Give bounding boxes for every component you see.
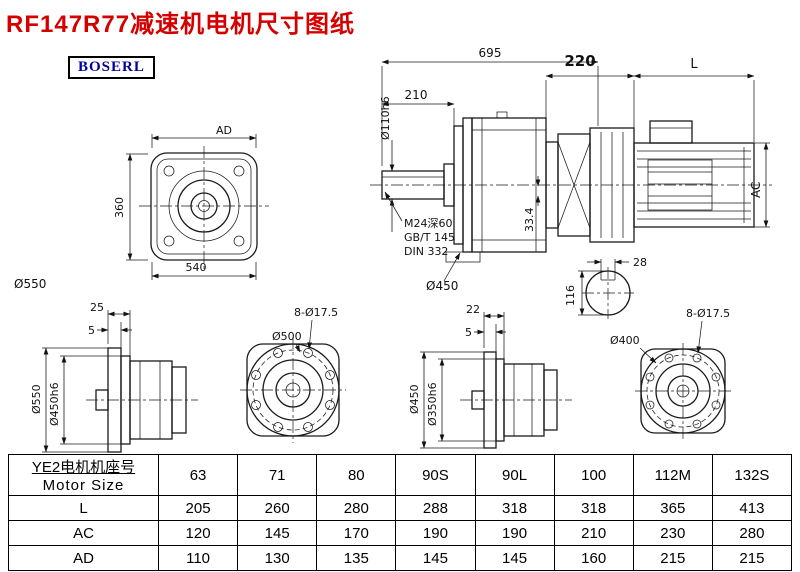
table-cell: 190 xyxy=(474,520,555,546)
table-cell: 145 xyxy=(395,545,476,571)
table-cell: 135 xyxy=(316,545,397,571)
table-cell: 160 xyxy=(553,545,634,571)
dim-334: 33.4 xyxy=(523,208,536,233)
table-cell: 210 xyxy=(553,520,634,546)
table-cell: 365 xyxy=(632,495,713,521)
col-header-112m: 112M xyxy=(632,454,713,496)
shaft-end-section-view: 28 116 xyxy=(564,256,647,319)
dim-695: 695 xyxy=(479,46,502,60)
motor-size-table: YE2电机机座号 Motor Size 63 71 80 90S 90L 100… xyxy=(8,454,793,571)
dim-dia110: Ø110h6 xyxy=(379,96,392,140)
dim-dia450-c: Ø450 xyxy=(408,384,421,414)
table-cell: 318 xyxy=(553,495,634,521)
table-cell: 288 xyxy=(395,495,476,521)
dim-28: 28 xyxy=(633,256,647,269)
dim-22: 22 xyxy=(466,303,480,316)
table-cell: 280 xyxy=(316,495,397,521)
logo-text: BOSERL xyxy=(78,59,145,75)
flange-front-view-small: Ø400 8-Ø17.5 xyxy=(610,307,731,439)
table-cell: 280 xyxy=(711,520,793,546)
dim-dia550-a: Ø550 xyxy=(30,384,43,414)
label-dia500: Ø500 xyxy=(272,330,302,343)
dim-540: 540 xyxy=(186,261,207,274)
header-cn: YE2电机机座号 xyxy=(31,459,136,476)
dim-220: 220 xyxy=(564,52,595,70)
flange-side-view-large: 25 5 Ø550 Ø450h6 xyxy=(30,301,198,453)
col-header-100: 100 xyxy=(553,454,634,496)
col-header-71: 71 xyxy=(237,454,318,496)
flange-front-view-large: Ø500 8-Ø17.5 xyxy=(240,306,346,443)
dim-dia350h6: Ø350h6 xyxy=(426,382,439,426)
callout-m24: M24深60 xyxy=(404,217,453,230)
dim-360: 360 xyxy=(113,197,126,218)
table-cell: 170 xyxy=(316,520,397,546)
dim-25: 25 xyxy=(90,301,104,314)
dim-ad: AD xyxy=(216,124,232,137)
header-en: Motor Size xyxy=(42,477,125,494)
col-header-63: 63 xyxy=(157,454,239,496)
label-dia450: Ø450 xyxy=(426,279,458,293)
table-header-row: YE2电机机座号 Motor Size 63 71 80 90S 90L 100… xyxy=(8,454,793,496)
table-cell: 145 xyxy=(474,545,555,571)
technical-drawing-canvas: AD 360 540 Ø550 xyxy=(14,46,772,453)
table-cell: 318 xyxy=(474,495,555,521)
dim-210: 210 xyxy=(405,88,428,102)
dim-116: 116 xyxy=(564,285,577,306)
label-holes-d: 8-Ø17.5 xyxy=(686,307,730,320)
table-row-ac: AC 120 145 170 190 190 210 230 280 xyxy=(8,520,793,546)
callout-din: DIN 332 xyxy=(404,245,448,258)
table-cell: 230 xyxy=(632,520,713,546)
table-cell: 413 xyxy=(711,495,793,521)
table-cell: 215 xyxy=(711,545,793,571)
table-cell: 120 xyxy=(157,520,239,546)
table-cell: 190 xyxy=(395,520,476,546)
dim-5a: 5 xyxy=(88,324,95,337)
motor-size-header-cell: YE2电机机座号 Motor Size xyxy=(8,454,159,496)
table-row-ad: AD 110 130 135 145 145 160 215 215 xyxy=(8,545,793,571)
label-holes-b: 8-Ø17.5 xyxy=(294,306,338,319)
reducer-motor-side-view: 695 220 L 210 Ø110h6 M24深60 GB/T 145 DIN… xyxy=(370,46,772,293)
col-header-80: 80 xyxy=(316,454,397,496)
table-cell: 110 xyxy=(157,545,239,571)
flange-side-view-small: 22 5 Ø450 Ø350h6 xyxy=(408,303,572,449)
dim-ac: AC xyxy=(749,182,763,198)
dim-l: L xyxy=(690,57,698,72)
dim-dia450h6: Ø450h6 xyxy=(48,382,61,426)
table-row-l: L 205 260 280 288 318 318 365 413 xyxy=(8,495,793,521)
gearbox-front-view: AD 360 540 Ø550 xyxy=(14,124,269,291)
page-title: RF147R77减速机电机尺寸图纸 xyxy=(6,11,356,38)
label-dia550: Ø550 xyxy=(14,277,46,291)
col-header-132s: 132S xyxy=(711,454,793,496)
table-cell: 145 xyxy=(237,520,318,546)
table-cell: 130 xyxy=(237,545,318,571)
row-label-ad: AD xyxy=(8,545,159,571)
boserl-logo: BOSERL xyxy=(68,56,155,79)
row-label-ac: AC xyxy=(8,520,159,546)
table-cell: 215 xyxy=(632,545,713,571)
table-cell: 205 xyxy=(157,495,239,521)
label-dia400: Ø400 xyxy=(610,334,640,347)
row-label-l: L xyxy=(8,495,159,521)
callout-gbt: GB/T 145 xyxy=(404,231,455,244)
col-header-90s: 90S xyxy=(395,454,476,496)
table-cell: 260 xyxy=(237,495,318,521)
col-header-90l: 90L xyxy=(474,454,555,496)
dim-5b: 5 xyxy=(465,326,472,339)
